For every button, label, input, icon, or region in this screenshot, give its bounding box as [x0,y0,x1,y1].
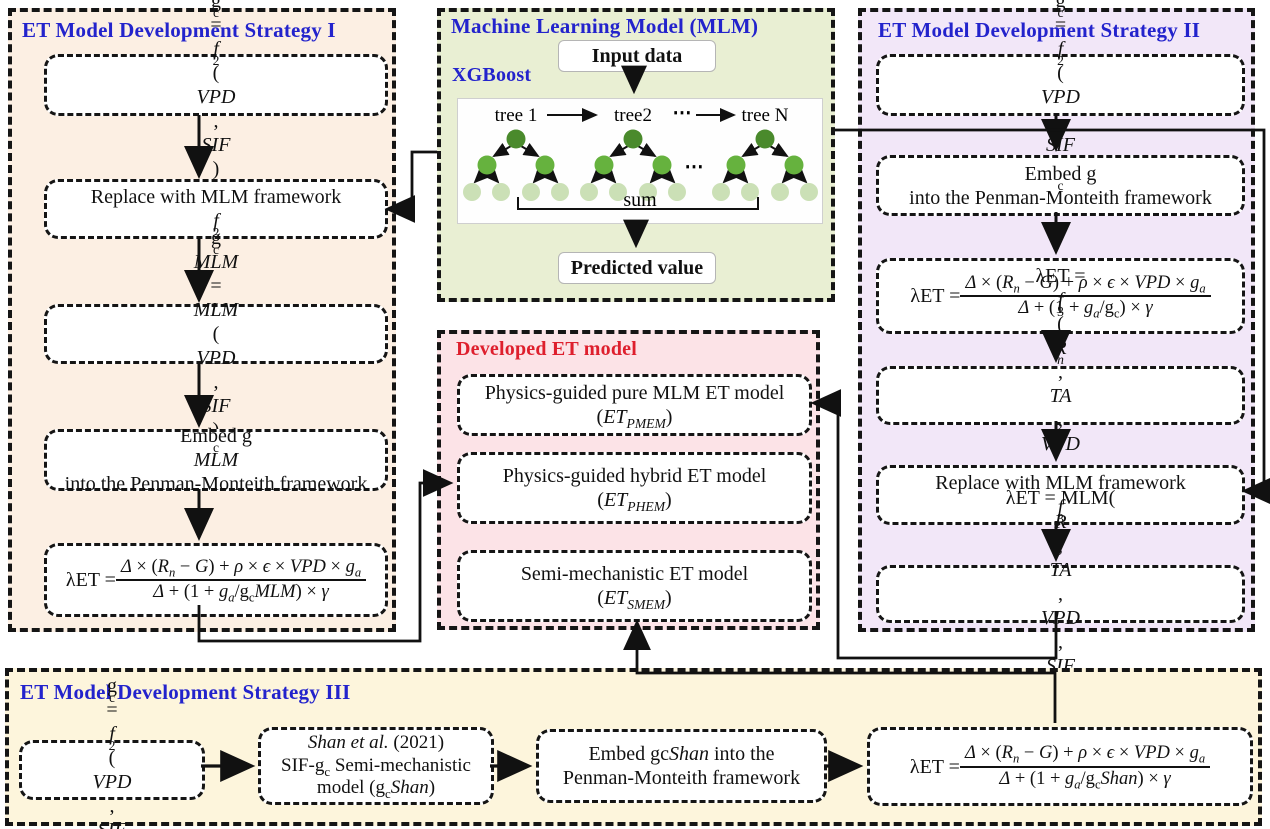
strategy3-box-shan-model: Shan et al. (2021) SIF-gc Semi-mechanist… [258,727,494,805]
formula-fraction: Δ × (Rn − G) + ρ × ϵ × VPD × ga Δ + (1 +… [115,557,367,604]
tree2-label: tree2 [614,105,652,126]
treeN-label: tree N [742,105,789,126]
strategy1-box-gcmlm: gcMLM = MLM(VPD, SIF) [44,227,388,441]
developed-box-pmem: Physics-guided pure MLM ET model (ETPMEM… [457,374,812,436]
mlm-title: Machine Learning Model (MLM) [451,14,759,38]
strategy2-box-lambda-mlm: λET = MLM(Rn, TA, VPD, SIF) [876,487,1245,701]
strategy3-box-lambda-et: λET = Δ × (Rn − G) + ρ × ϵ × VPD × ga Δ … [867,727,1253,806]
trees-ellipsis-top: ⋯ [673,103,692,124]
tree1-label: tree 1 [495,105,538,126]
strategy3-box-gc-f2: gc = f2(VPD, SIF) [19,675,205,829]
xgboost-label: XGBoost [452,64,532,86]
formula-lhs: λET = [65,569,116,591]
xgboost-tree-diagram: tree 1 tree2 tree N ⋯ ⋯ sum [457,98,823,224]
strategy3-box-embed-gcshan: Embed gcShan into the Penman-Monteith fr… [536,729,827,803]
developed-box-phem: Physics-guided hybrid ET model (ETPHEM) [457,452,812,524]
input-data-box: Input data [558,40,716,72]
strategy2-box-gc-f2: gc = f2(VPD, SIF) [876,0,1245,180]
strategy3-title: ET Model Development Strategy III [20,680,351,704]
mlm-panel: Machine Learning Model (MLM) XGBoost Inp… [437,8,835,302]
predicted-value-box: Predicted value [558,252,716,284]
strategy2-title: ET Model Development Strategy II [878,18,1201,42]
trees-ellipsis-middle: ⋯ [685,157,704,178]
formula-fraction: Δ × (Rn − G) + ρ × ϵ × VPD × ga Δ + (1 +… [959,743,1211,790]
sum-label: sum [623,189,657,211]
strategy1-box-lambda-et: λET = Δ × (Rn − G) + ρ × ϵ × VPD × ga Δ … [44,543,388,617]
formula-lhs: λET = [909,755,960,778]
connector-mlm-to-s1 [384,150,437,223]
strategy2-box-lambda-f3: λET = f3(Rn, TA, VPD, SIF) [876,265,1245,527]
strategy1-title: ET Model Development Strategy I [22,18,336,42]
developed-box-smem: Semi-mechanistic ET model (ETSMEM) [457,550,812,622]
developed-et-panel: Developed ET model Physics-guided pure M… [437,330,820,630]
formula-lhs: λET = [910,285,961,307]
developed-title: Developed ET model [456,338,638,360]
